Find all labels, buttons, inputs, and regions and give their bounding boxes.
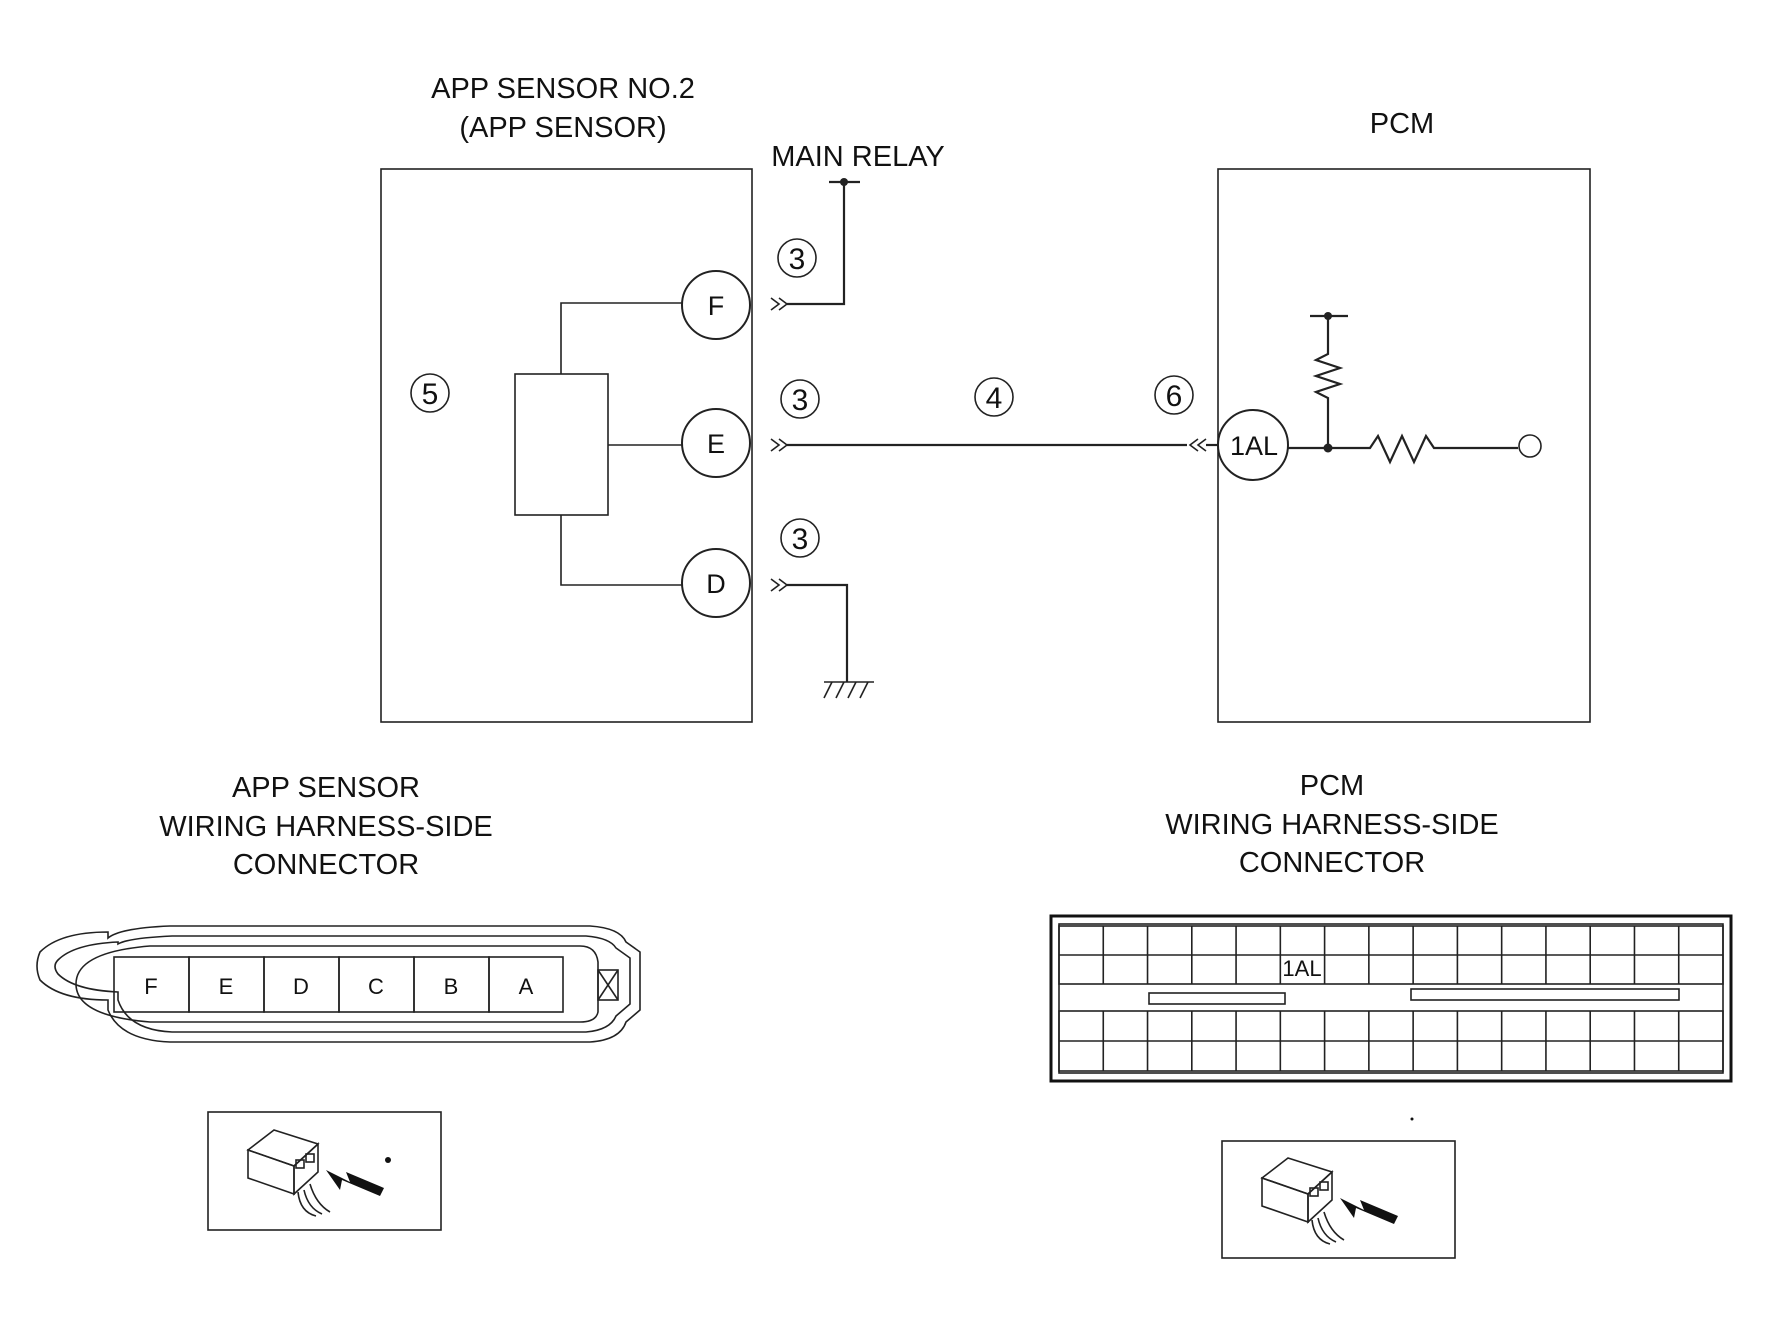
svg-text:1AL: 1AL [1230, 431, 1278, 461]
pullup-supply-node [1324, 312, 1332, 320]
callout-6: 6 [1154, 375, 1194, 415]
callout-3-d: 3 [780, 518, 820, 558]
app-connector-pins: F E D C B A [113, 956, 619, 1013]
main-relay-label: MAIN RELAY [771, 141, 945, 173]
pcm-terminal-icon [1518, 434, 1542, 458]
pullup-resistor-icon [1312, 316, 1344, 404]
svg-text:3: 3 [789, 243, 806, 276]
svg-text:D: D [706, 569, 726, 599]
app-pin-e: E [219, 974, 234, 999]
pin-d: D [681, 548, 751, 618]
wire-ground [787, 583, 849, 682]
svg-text:6: 6 [1166, 380, 1183, 413]
sensor-element [514, 373, 609, 516]
connector-mark-e [770, 438, 789, 452]
app-pin-f: F [144, 974, 157, 999]
connector-view-icon [207, 1111, 442, 1231]
pcm-connector-title-3: CONNECTOR [1239, 847, 1425, 879]
app-connector-title-3: CONNECTOR [233, 849, 419, 881]
internal-wire-f [560, 302, 685, 374]
pin-f: F [681, 270, 751, 340]
pcm-title: PCM [1370, 108, 1434, 140]
app-sensor-subtitle: (APP SENSOR) [459, 112, 666, 144]
app-pin-d: D [293, 974, 309, 999]
main-relay-node [840, 178, 848, 186]
app-pin-c: C [368, 974, 384, 999]
svg-text:5: 5 [422, 378, 439, 411]
series-resistor-icon [1328, 433, 1518, 465]
pcm-connector-title-2: WIRING HARNESS-SIDE [1165, 809, 1499, 841]
pcm-connector-title: PCM [1300, 770, 1364, 802]
svg-text:4: 4 [986, 382, 1003, 415]
callout-4: 4 [974, 377, 1014, 417]
pcm-pin-1al: 1AL [1282, 956, 1321, 981]
connector-mark-d [770, 578, 789, 592]
ground-icon [823, 681, 874, 699]
speck [1410, 1117, 1414, 1121]
connector-view-icon [1221, 1140, 1456, 1259]
pcm-connector-outline [1049, 914, 1733, 1083]
callout-5: 5 [410, 373, 450, 413]
connector-mark-pcm [1188, 438, 1207, 452]
app-sensor-box [380, 168, 753, 723]
connector-mark-f [770, 297, 789, 311]
app-connector-title-2: WIRING HARNESS-SIDE [159, 811, 493, 843]
app-pin-b: B [444, 974, 459, 999]
pin-1al: 1AL [1217, 409, 1289, 481]
svg-text:3: 3 [792, 384, 809, 417]
app-pin-a: A [519, 974, 534, 999]
callout-3-f: 3 [777, 238, 817, 278]
svg-text:F: F [708, 291, 725, 321]
pin-e: E [681, 408, 751, 478]
internal-wire-d [560, 515, 685, 586]
svg-text:E: E [707, 429, 725, 459]
app-connector-outline [36, 925, 641, 1043]
pcm-connector-cells [1102, 926, 1680, 1071]
wire-main-relay [787, 182, 846, 306]
callout-3-e: 3 [780, 379, 820, 419]
app-connector-title: APP SENSOR [232, 772, 420, 804]
svg-text:3: 3 [792, 523, 809, 556]
app-sensor-title: APP SENSOR NO.2 [431, 73, 695, 105]
